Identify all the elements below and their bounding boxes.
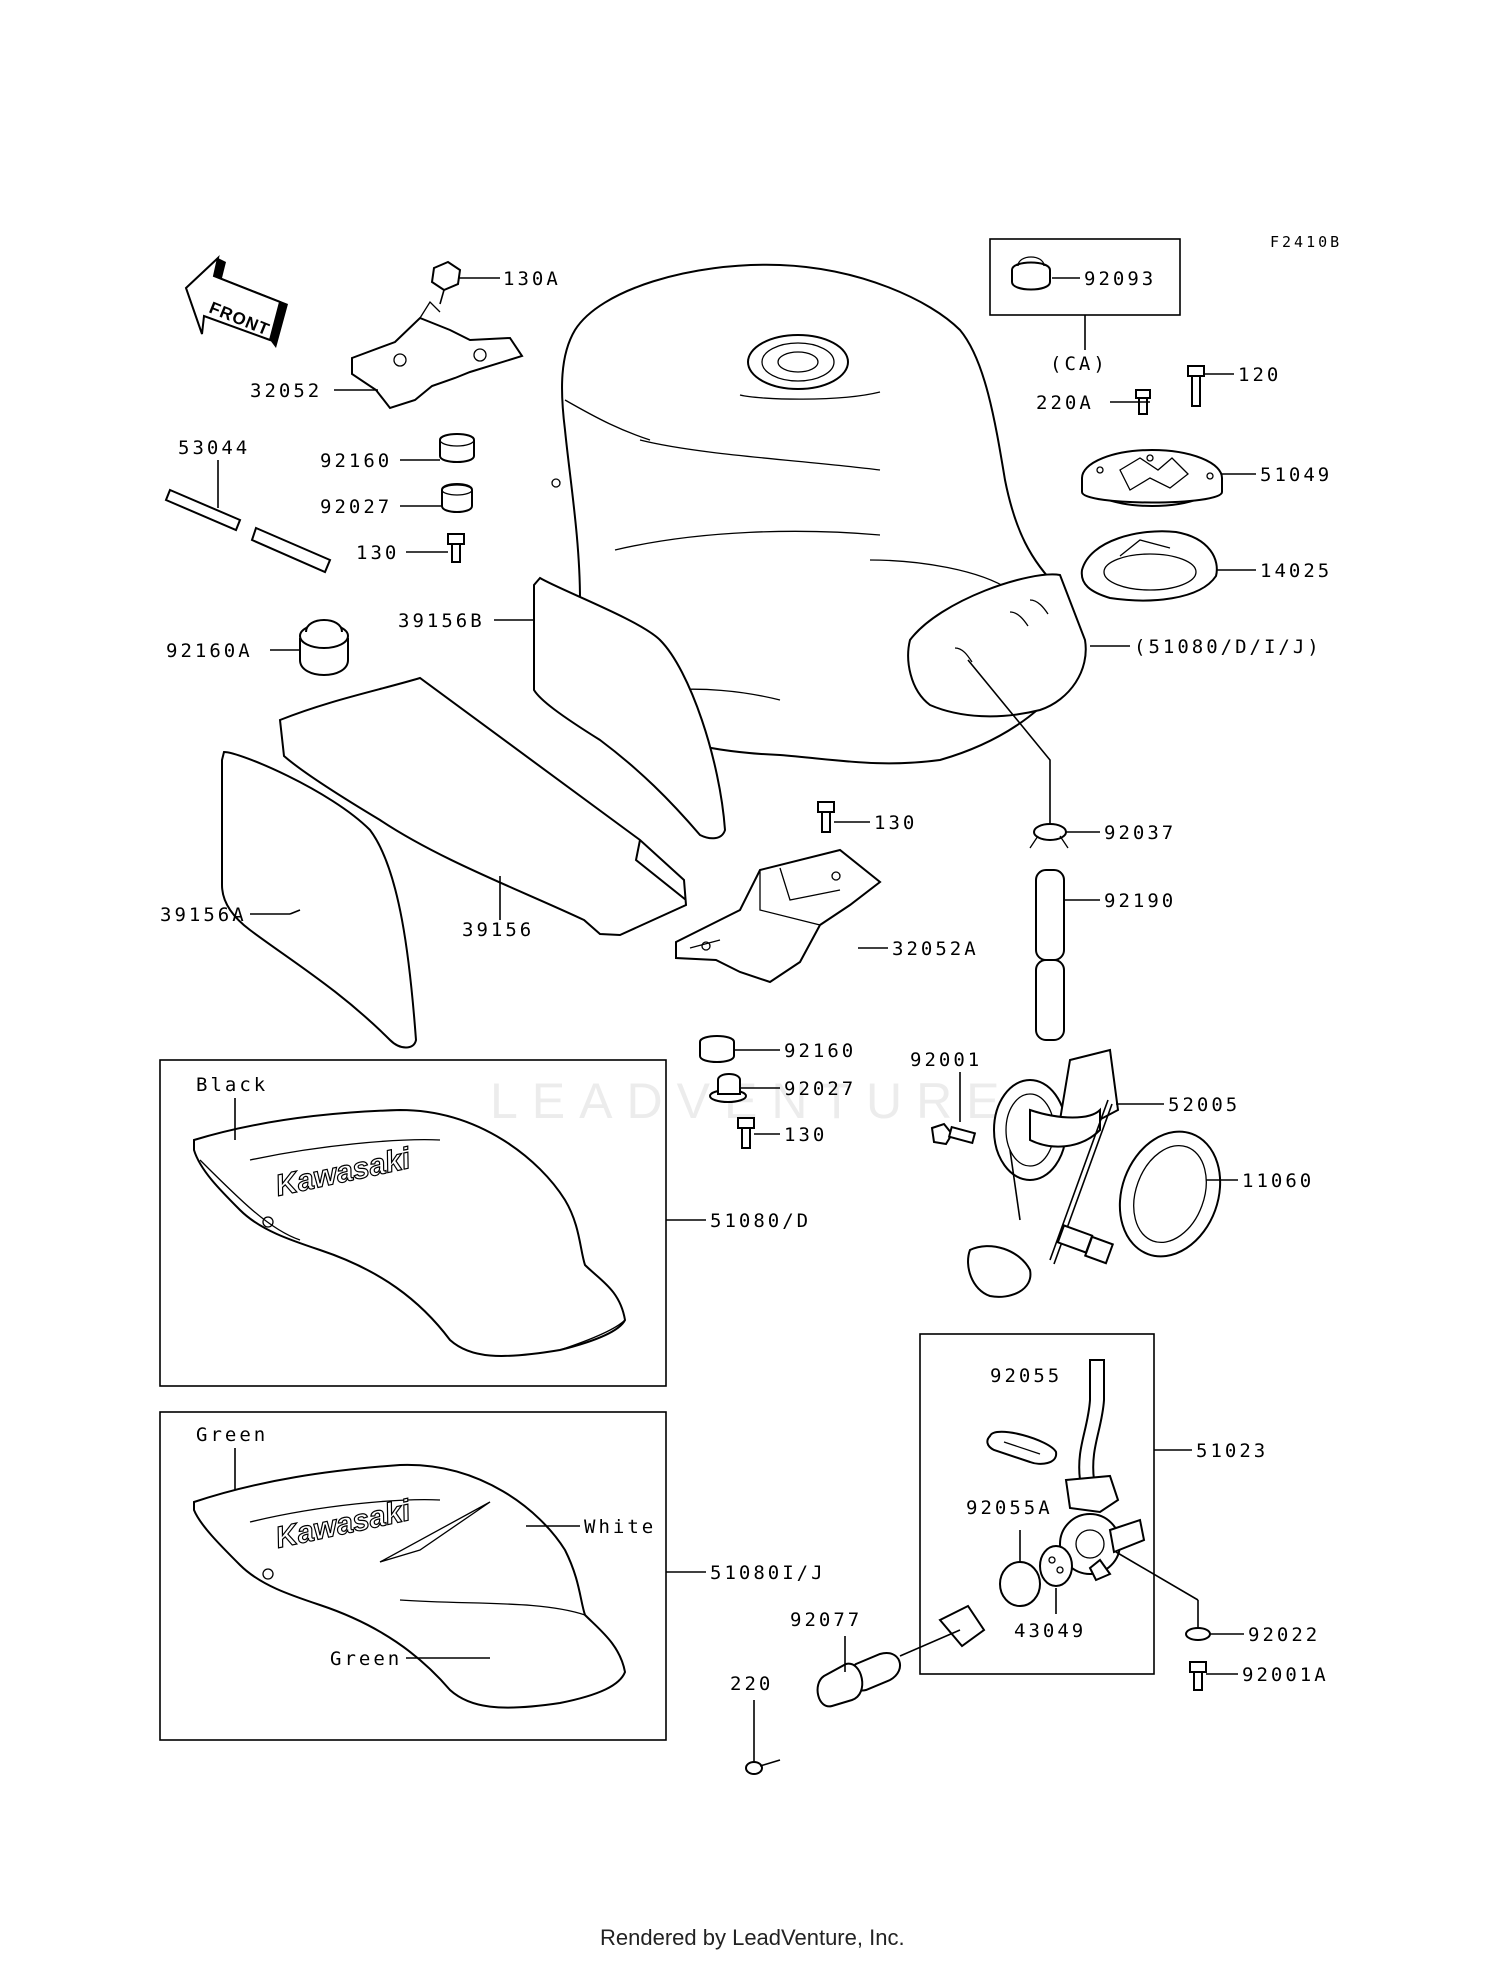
callout-92077: 92077 — [790, 1609, 862, 1631]
color-label-green-top: Green — [196, 1424, 268, 1446]
fuel-tap-51023 — [1059, 1359, 1146, 1582]
front-arrow-icon: FRONT — [184, 255, 288, 348]
bolt-130b-icon — [817, 801, 835, 833]
callout-51023: 51023 — [1196, 1440, 1268, 1462]
pad-39156B — [533, 576, 727, 840]
fuel-tank — [551, 263, 1087, 765]
pad-39156 — [278, 676, 688, 937]
color-label-black: Black — [196, 1074, 268, 1096]
o-ring-92055A-icon — [999, 1561, 1041, 1607]
fuel-cap-51049 — [1081, 449, 1223, 507]
clip-92037-icon — [1029, 823, 1069, 849]
callout-92160-b: 92160 — [784, 1040, 856, 1062]
callout-51080-D-I-J: (51080/D/I/J) — [1134, 636, 1322, 658]
bolt-130A-icon — [430, 260, 462, 305]
callout-220A: 220A — [1036, 392, 1094, 414]
callout-51080-D: 51080/D — [710, 1210, 811, 1232]
trim-box-51080D — [159, 1059, 667, 1387]
gasket-11060 — [1118, 1130, 1222, 1258]
washer-92022-icon — [1185, 1627, 1211, 1641]
callout-92027-b: 92027 — [784, 1078, 856, 1100]
bracket-32052A — [675, 848, 882, 984]
bolt-130c-icon — [737, 1117, 755, 1149]
callout-92027: 92027 — [320, 496, 392, 518]
callout-92160: 92160 — [320, 450, 392, 472]
callout-43049: 43049 — [1014, 1620, 1086, 1642]
callout-92055A: 92055A — [966, 1497, 1053, 1519]
screw-220-icon — [745, 1759, 781, 1775]
color-label-white: White — [584, 1516, 656, 1538]
callout-220: 220 — [730, 1673, 773, 1695]
hose-92190 — [1035, 869, 1065, 1041]
callout-32052: 32052 — [250, 380, 322, 402]
footer-credit: Rendered by LeadVenture, Inc. — [600, 1925, 905, 1950]
figure-code: F2410B — [1270, 233, 1342, 251]
callout-labels: 130A 32052 53044 92160 92027 130 92160A … — [160, 268, 1332, 1695]
callout-CA: (CA) — [1050, 353, 1108, 375]
callout-39156B: 39156B — [398, 610, 485, 632]
bracket-32052 — [351, 300, 524, 410]
callout-92022: 92022 — [1248, 1624, 1320, 1646]
callout-92190: 92190 — [1104, 890, 1176, 912]
trim-box-51080IJ — [159, 1411, 667, 1741]
callout-120: 120 — [1238, 364, 1281, 386]
callout-51049: 51049 — [1260, 464, 1332, 486]
screw-220A-icon — [1135, 389, 1151, 415]
bolt-130-icon — [447, 533, 465, 563]
cap-ring-14025 — [1080, 530, 1218, 602]
callout-92160A: 92160A — [166, 640, 253, 662]
callout-92037: 92037 — [1104, 822, 1176, 844]
callout-92055: 92055 — [990, 1365, 1062, 1387]
bolt-92001-icon — [930, 1122, 977, 1146]
callout-130A: 130A — [503, 268, 561, 290]
callout-11060: 11060 — [1242, 1170, 1314, 1192]
grommet-92160b-icon — [699, 1035, 735, 1063]
callout-52005: 52005 — [1168, 1094, 1240, 1116]
callout-39156: 39156 — [462, 919, 534, 941]
gasket-92055-icon — [986, 1430, 1058, 1465]
collar-92027b-icon — [709, 1073, 747, 1103]
collar-92027-icon — [441, 483, 473, 513]
fuel-pump-52005 — [967, 1048, 1120, 1298]
trim-51080D: Kawasaki — [193, 1108, 627, 1357]
leader-lines — [217, 277, 1256, 1762]
bolt-120-icon — [1187, 365, 1205, 407]
fuel-tap-box — [919, 1333, 1155, 1675]
callout-14025: 14025 — [1260, 560, 1332, 582]
lever-92077 — [816, 1604, 986, 1708]
grommet-92160-icon — [439, 433, 475, 463]
callout-130-c: 130 — [784, 1124, 827, 1146]
callout-39156A: 39156A — [160, 904, 247, 926]
nut-92093-icon — [1011, 256, 1051, 291]
bolt-92001A-icon — [1189, 1661, 1207, 1691]
callout-92093: 92093 — [1084, 268, 1156, 290]
damper-92160A-icon — [299, 619, 349, 676]
callout-32052A: 32052A — [892, 938, 979, 960]
callout-53044: 53044 — [178, 437, 250, 459]
gasket-43049-icon — [1039, 1545, 1073, 1587]
color-label-green-bottom: Green — [330, 1648, 402, 1670]
callout-92001: 92001 — [910, 1049, 982, 1071]
callout-130-b: 130 — [874, 812, 917, 834]
pad-39156A — [221, 750, 418, 1049]
strip-53044 — [164, 488, 332, 574]
callout-51080-I-J: 51080I/J — [710, 1562, 826, 1584]
callout-130-a: 130 — [356, 542, 399, 564]
trim-51080IJ: Kawasaki — [193, 1463, 627, 1709]
callout-92001A: 92001A — [1242, 1664, 1329, 1686]
